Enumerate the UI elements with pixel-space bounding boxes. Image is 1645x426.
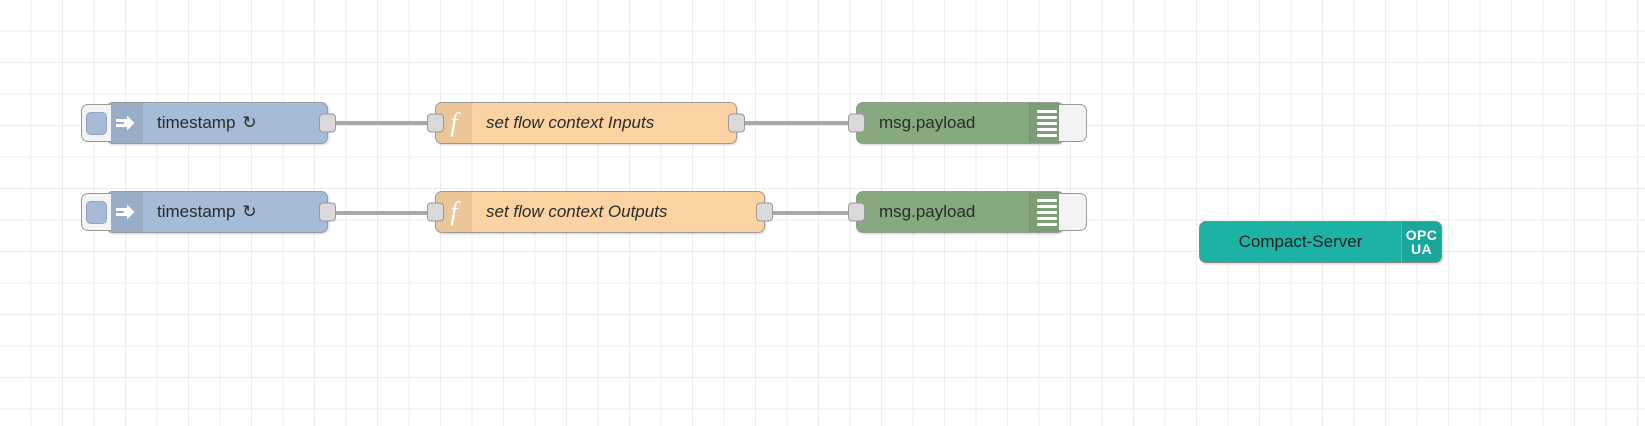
inject-label-text-1: timestamp bbox=[157, 113, 236, 132]
wire-function-to-debug-1[interactable] bbox=[737, 121, 856, 125]
inject-trigger-button-inner bbox=[86, 111, 107, 135]
wire-function-to-debug-2[interactable] bbox=[765, 211, 856, 215]
function-node-label-2: set flow context Outputs bbox=[486, 202, 668, 221]
inject-output-port-2[interactable] bbox=[319, 202, 336, 222]
function-input-port-2[interactable] bbox=[427, 202, 444, 222]
inject-output-port-1[interactable] bbox=[319, 113, 336, 133]
function-node-label-1: set flow context Inputs bbox=[486, 113, 655, 132]
node-debug-msg-payload-1[interactable]: msg.payload bbox=[848, 102, 1087, 144]
debug-bars-glyph bbox=[1036, 198, 1057, 226]
inject-repeat-icon-2: ↻ bbox=[242, 202, 257, 221]
node-function-set-flow-context-inputs[interactable]: f set flow context Inputs bbox=[427, 102, 745, 144]
debug-bars-glyph bbox=[1036, 109, 1057, 137]
debug-node-label-1: msg.payload bbox=[879, 113, 976, 132]
inject-arrow-icon bbox=[107, 103, 143, 143]
node-inject-timestamp-2[interactable]: timestamp ↻ bbox=[81, 191, 336, 233]
opc-ua-badge-top: OPC bbox=[1405, 227, 1438, 243]
opcua-server-label: Compact-Server bbox=[1238, 232, 1363, 251]
debug-enable-toggle-1[interactable] bbox=[1059, 104, 1087, 142]
inject-node-label-1: timestamp ↻ bbox=[143, 103, 327, 143]
debug-node-label-2: msg.payload bbox=[879, 202, 976, 221]
debug-enable-toggle-2[interactable] bbox=[1059, 193, 1087, 231]
wire-inject-to-function-2[interactable] bbox=[328, 211, 435, 215]
node-opcua-compact-server[interactable]: Compact-Server OPC UA bbox=[1199, 221, 1442, 263]
function-output-port-1[interactable] bbox=[728, 113, 745, 133]
inject-arrow-icon bbox=[107, 192, 143, 232]
function-input-port-1[interactable] bbox=[427, 113, 444, 133]
function-output-port-2[interactable] bbox=[756, 202, 773, 222]
inject-trigger-button-2[interactable] bbox=[81, 193, 111, 231]
debug-bars-icon-2 bbox=[1029, 192, 1063, 232]
debug-input-port-1[interactable] bbox=[848, 113, 865, 133]
inject-repeat-icon-1: ↻ bbox=[242, 113, 257, 132]
inject-label-text-2: timestamp bbox=[157, 202, 236, 221]
node-function-set-flow-context-outputs[interactable]: f set flow context Outputs bbox=[427, 191, 773, 233]
inject-trigger-button-inner bbox=[86, 200, 107, 224]
opc-ua-badge-icon: OPC UA bbox=[1401, 222, 1441, 262]
wire-inject-to-function-1[interactable] bbox=[328, 121, 435, 125]
debug-bars-icon-1 bbox=[1029, 103, 1063, 143]
svg-text:f: f bbox=[450, 109, 461, 137]
inject-node-label-2: timestamp ↻ bbox=[143, 192, 327, 232]
opc-ua-badge-bottom: UA bbox=[1410, 241, 1433, 257]
node-inject-timestamp-1[interactable]: timestamp ↻ bbox=[81, 102, 336, 144]
node-debug-msg-payload-2[interactable]: msg.payload bbox=[848, 191, 1087, 233]
debug-input-port-2[interactable] bbox=[848, 202, 865, 222]
svg-text:f: f bbox=[450, 198, 461, 226]
inject-trigger-button-1[interactable] bbox=[81, 104, 111, 142]
